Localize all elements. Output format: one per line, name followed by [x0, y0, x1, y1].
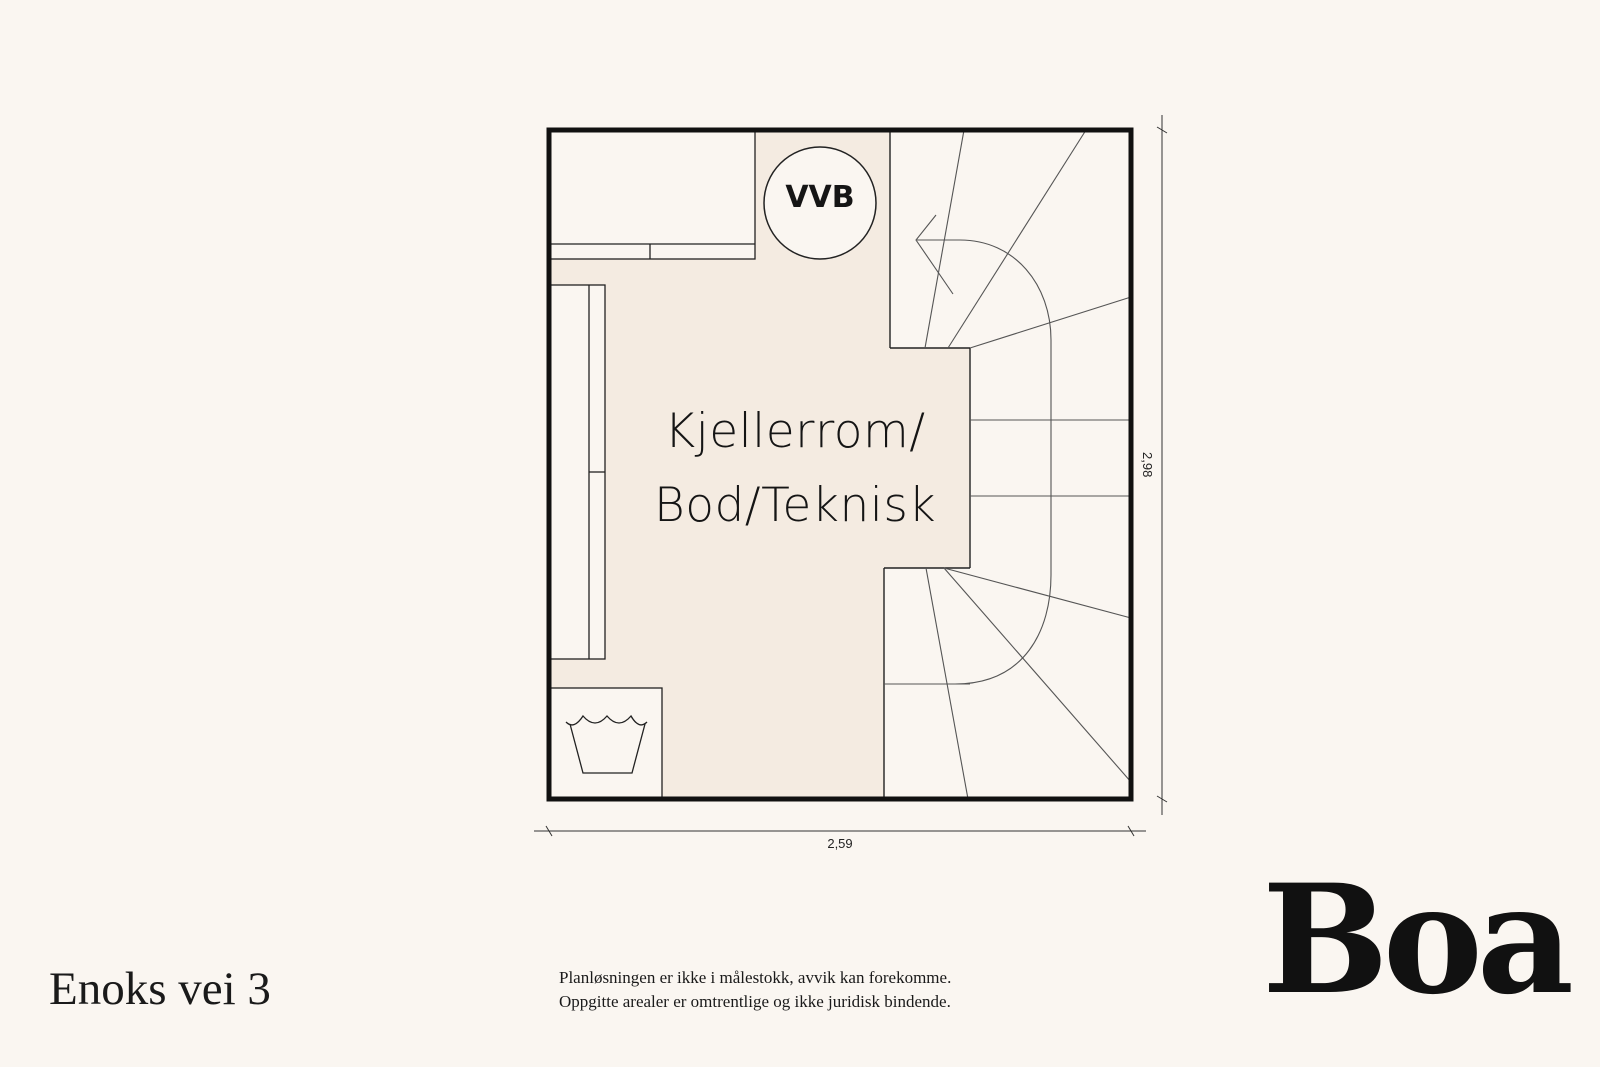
room-label-line1: Kjellerrom/ — [664, 404, 926, 459]
room-floor — [549, 130, 970, 799]
water-heater-label: VVB — [785, 180, 855, 215]
upper-cabinet — [548, 129, 756, 260]
room-label-line2: Bod/Teknisk — [653, 478, 937, 533]
brand-logo: Boa — [1262, 852, 1574, 1028]
laundry-sink — [548, 687, 663, 800]
staircase — [883, 129, 1132, 800]
room-label: Kjellerrom/ Bod/Teknisk — [590, 395, 1000, 543]
disclaimer: Planløsningen er ikke i målestokk, avvik… — [559, 966, 951, 1014]
disclaimer-line1: Planløsningen er ikke i målestokk, avvik… — [559, 968, 952, 987]
water-heater-icon — [763, 146, 877, 260]
height-dimension-label: 2,98 — [1140, 452, 1155, 478]
width-dimension-label: 2,59 — [827, 836, 853, 851]
outer-walls — [546, 127, 1134, 802]
disclaimer-line2: Oppgitte arealer er omtrentlige og ikke … — [559, 992, 951, 1011]
property-address: Enoks vei 3 — [49, 963, 271, 1015]
dimension-lines — [534, 115, 1168, 837]
